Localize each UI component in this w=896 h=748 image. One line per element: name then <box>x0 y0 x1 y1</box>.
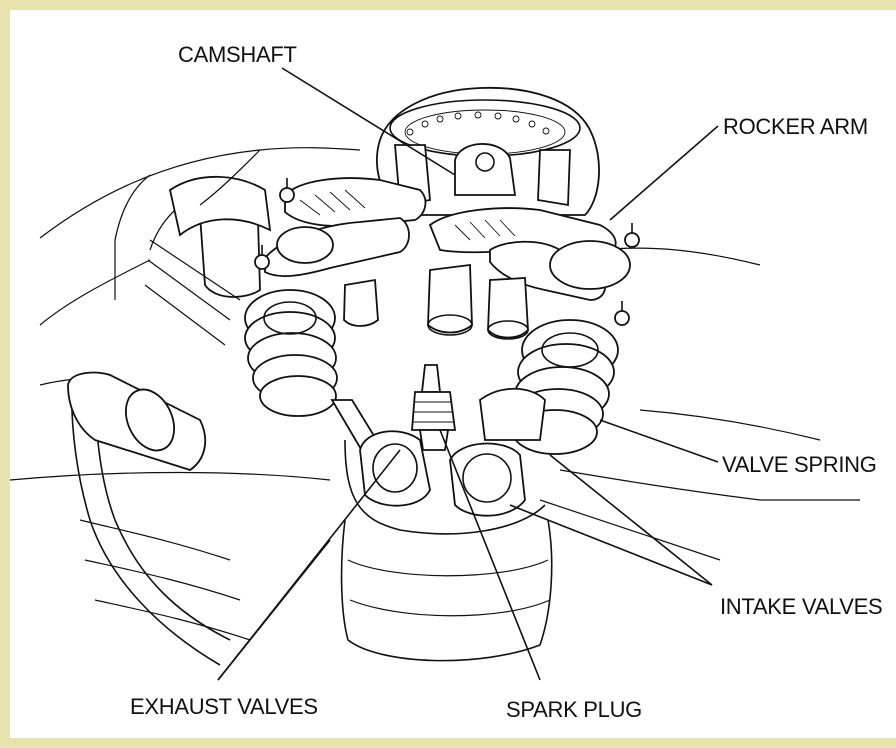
intake-valves-label: INTAKE VALVES <box>720 594 882 620</box>
intake-valves-leader-2 <box>510 505 712 585</box>
exhaust-valves-leader-2 <box>218 540 330 680</box>
valve-spring-leader <box>600 420 718 462</box>
valve-spring-label: VALVE SPRING <box>722 452 877 478</box>
rocker-arm-leader <box>610 126 718 220</box>
intake-valves-leader-1 <box>550 455 712 585</box>
camshaft-label: CAMSHAFT <box>178 42 297 68</box>
exhaust-valves-label: EXHAUST VALVES <box>130 694 318 720</box>
tappets <box>344 265 528 339</box>
rocker-arm-label: ROCKER ARM <box>723 114 868 140</box>
spark-plug-label: SPARK PLUG <box>506 697 642 723</box>
spark-plug <box>412 365 455 450</box>
